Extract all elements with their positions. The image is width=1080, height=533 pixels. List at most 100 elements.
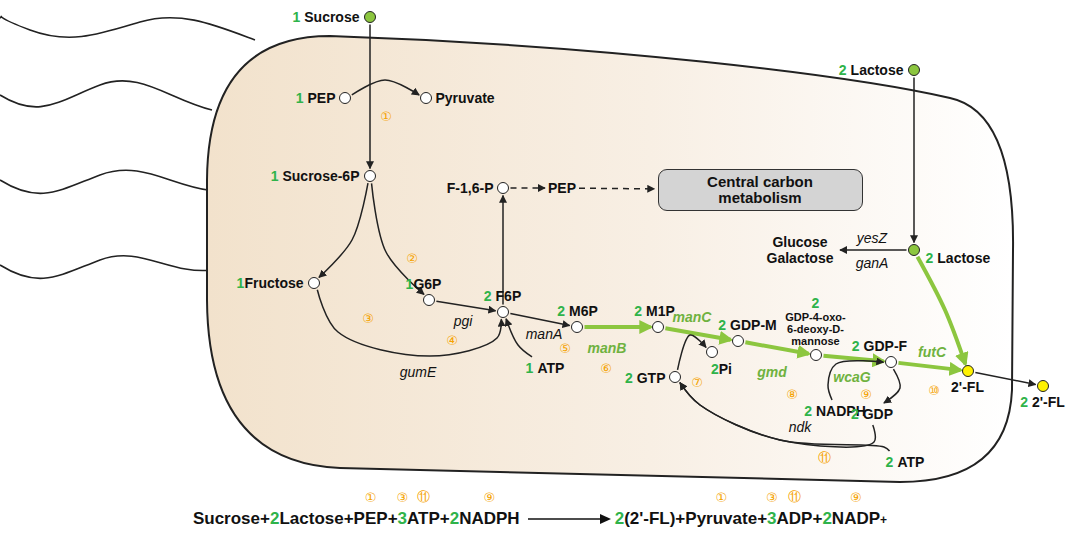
metabolite-node: 2GDP-M — [732, 335, 744, 347]
node-label: 1Fructose — [237, 274, 304, 290]
reaction-arrow — [680, 383, 890, 451]
gene-label: gumE — [400, 364, 437, 380]
metabolite-node: 2GDP-4-oxo-6-deoxy-D-mannose — [810, 349, 822, 361]
stoichiometry-number: 2 — [926, 249, 934, 265]
metabolite-text-node: Glucose Galactose — [763, 234, 837, 266]
metabolite-name: GDP-M — [730, 316, 777, 332]
metabolite-name: Lactose — [937, 249, 990, 265]
node-label: 2M1P — [634, 302, 675, 318]
stoichiometry-number: 2 — [625, 369, 633, 385]
cell-outline — [207, 36, 1013, 482]
node-label: 2Lactose — [926, 249, 991, 265]
equation-term: Lactose+ — [279, 509, 353, 529]
equation-term: 2 — [450, 509, 459, 529]
flagellum — [0, 256, 212, 279]
metabolite-name: Pyruvate — [436, 89, 495, 105]
gene-label: manC — [673, 309, 712, 325]
callout-number: ⑨ — [850, 490, 862, 505]
equation-term: + — [388, 509, 398, 529]
reaction-arrow — [317, 290, 501, 356]
metabolite-name: ATP — [897, 454, 924, 470]
stoichiometry-number: 2 — [484, 287, 492, 303]
metabolite-name: GDP — [863, 406, 893, 422]
reaction-arrow — [678, 335, 707, 370]
node-label: 2Pi — [711, 361, 732, 377]
flagellum — [0, 16, 255, 40]
reaction-arrow — [369, 25, 371, 169]
callout-number: ⑧ — [786, 387, 798, 402]
gene-label: ganA — [856, 255, 889, 271]
metabolite-name: GDP-F — [864, 337, 908, 353]
equation-term: 3 — [398, 509, 407, 529]
equation-term: PEP — [354, 509, 388, 529]
node-label: 1PEP — [296, 89, 336, 105]
metabolite-text-node: PEP — [548, 180, 576, 196]
metabolite-name: F-1,6-P — [447, 179, 494, 195]
gene-label: gmd — [757, 364, 787, 380]
flagellum — [0, 170, 208, 193]
gene-label: yesZ — [857, 230, 887, 246]
stoichiometry-number: 2 — [839, 61, 847, 77]
metabolite-text-node: 2ATP — [886, 454, 925, 470]
reaction-arrow — [884, 369, 900, 403]
metabolite-node: 1Sucrose — [364, 11, 376, 23]
arrow-shaft — [528, 518, 602, 520]
equation-term: Sucrose+ — [193, 509, 270, 529]
metabolite-node: 2Lactose — [908, 244, 920, 256]
metabolite-name: Sucrose-6P — [282, 167, 359, 183]
node-label: 1G6P — [406, 275, 442, 291]
stoichiometry-number: 2 — [557, 302, 565, 318]
metabolite-node: 22'-FL — [1037, 380, 1049, 392]
stoichiometry-number: 2 — [634, 302, 642, 318]
metabolite-name: ATP — [537, 360, 564, 376]
equation-term: (2'-FL)+ — [624, 509, 685, 529]
stoichiometry-number: 2 — [852, 337, 860, 353]
equation-term: 3 — [767, 509, 776, 529]
stoichiometry-number: 1 — [271, 167, 279, 183]
node-label: 2GDP-M — [718, 316, 776, 332]
arrow-head — [600, 514, 611, 524]
equation-term: NADP — [832, 509, 880, 529]
node-label: 1Sucrose-6P — [271, 167, 360, 183]
metabolite-node: F-1,6-P — [497, 182, 509, 194]
equation-term: + — [757, 509, 767, 529]
pathway-box: Central carbon metabolism — [658, 169, 863, 211]
gene-label: futC — [918, 344, 946, 360]
node-label: 2M6P — [557, 302, 598, 318]
callout-number: ① — [380, 109, 392, 124]
reaction-arrow — [319, 183, 368, 277]
callout-number: ⑨ — [484, 490, 496, 505]
node-label: 22'-FL — [1020, 394, 1065, 410]
dashed-arrow — [511, 187, 545, 189]
node-label: 2GTP — [625, 369, 666, 385]
metabolite-node: 2GTP — [669, 371, 681, 383]
metabolite-node: 1Fructose — [308, 277, 320, 289]
flagellum — [0, 81, 212, 110]
metabolite-name: Fructose — [244, 274, 303, 290]
metabolite-node: 2F6P — [497, 306, 509, 318]
metabolite-name: PEP — [548, 180, 576, 196]
metabolite-node: Pyruvate — [420, 92, 432, 104]
equation-term: + — [440, 509, 450, 529]
metabolite-node: 1Sucrose-6P — [364, 170, 376, 182]
metabolite-name: 2'-FL — [1032, 394, 1065, 410]
reaction-arrow — [680, 383, 875, 448]
stoichiometry-number: 1 — [292, 8, 300, 24]
metabolite-name: F6P — [496, 287, 522, 303]
gene-label: wcaG — [833, 369, 870, 385]
callout-number: ⑩ — [928, 383, 940, 398]
equation-term: ADP — [777, 509, 813, 529]
reaction-arrow — [975, 372, 1035, 384]
node-label: 2GDP-F — [852, 337, 907, 353]
gene-label: pgi — [454, 313, 473, 329]
metabolite-name: Sucrose — [304, 8, 359, 24]
equation-term: 2 — [822, 509, 831, 529]
callout-number: ⑤ — [559, 341, 571, 356]
metabolite-node: 1PEP — [339, 92, 351, 104]
node-label: 2GDP-4-oxo-6-deoxy-D-mannose — [784, 294, 848, 346]
callout-number: ② — [406, 251, 418, 266]
metabolite-name: M1P — [646, 302, 675, 318]
gene-label: manA — [526, 326, 563, 342]
